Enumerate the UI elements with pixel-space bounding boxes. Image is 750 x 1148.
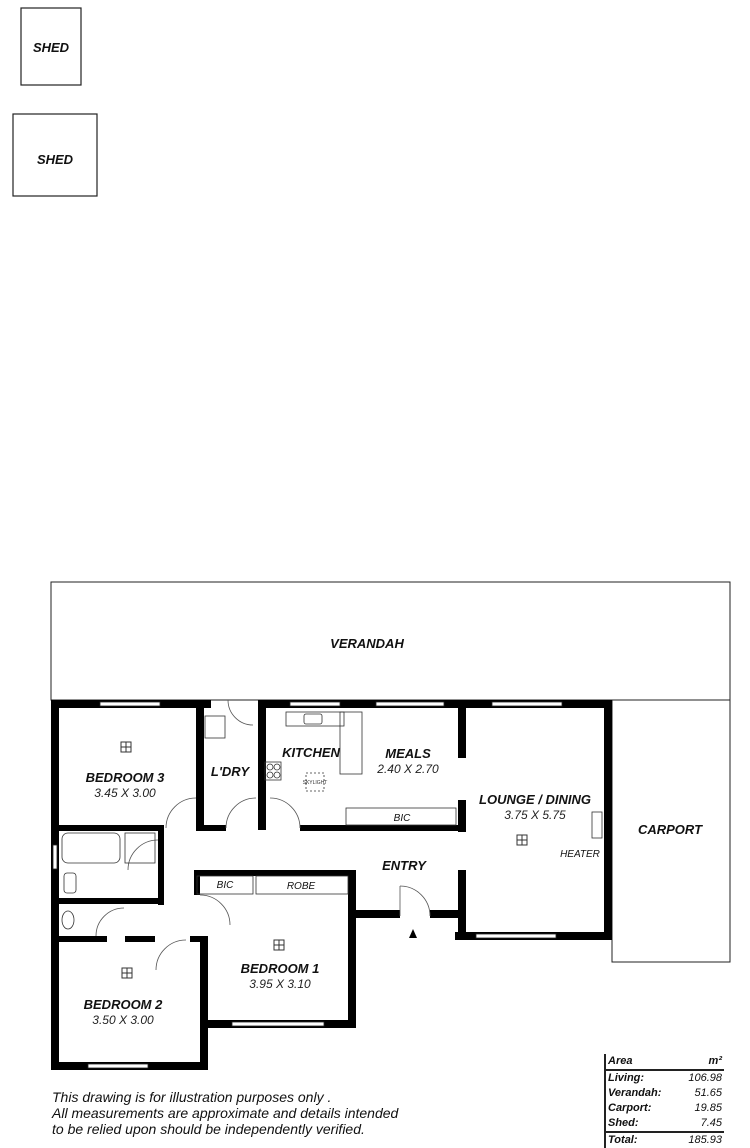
bedroom1-label: BEDROOM 1 <box>241 961 320 976</box>
bedroom3-label: BEDROOM 3 <box>86 770 166 785</box>
shed-2-outline <box>12 113 98 197</box>
shed-1-label: SHED <box>33 40 70 55</box>
carport-label: CARPORT <box>638 822 703 837</box>
area-row-value: 106.98 <box>688 1072 722 1084</box>
heater-label: HEATER <box>560 849 600 860</box>
meals-dims: 2.40 X 2.70 <box>376 762 439 776</box>
bedroom2-label: BEDROOM 2 <box>84 997 164 1012</box>
area-row-label: Shed: <box>608 1117 639 1129</box>
area-header-unit: m² <box>708 1055 722 1067</box>
shed-1-outline <box>20 7 82 86</box>
area-row-label: Carport: <box>608 1102 652 1114</box>
laundry-label: L'DRY <box>211 764 251 779</box>
area-total-label: Total: <box>608 1134 638 1146</box>
shed-2-label: SHED <box>37 152 74 167</box>
bic-hall-label: BIC <box>217 880 234 891</box>
area-table: Area m² Living: 106.98 Verandah: 51.65 Car… <box>604 1054 724 1148</box>
area-row-value: 7.45 <box>700 1117 722 1129</box>
area-row: Carport: 19.85 <box>606 1101 724 1116</box>
robe-label: ROBE <box>287 881 316 892</box>
disclaimer-line: This drawing is for illustration purpose… <box>52 1089 332 1105</box>
disclaimer-line: All measurements are approximate and det… <box>52 1105 399 1121</box>
verandah-label: VERANDAH <box>330 636 404 651</box>
meals-label: MEALS <box>385 746 431 761</box>
bic-meals-label: BIC <box>394 813 411 824</box>
bedroom2-dims: 3.50 X 3.00 <box>92 1013 154 1027</box>
area-row: Shed: 7.45 <box>606 1116 724 1131</box>
area-table-header: Area m² <box>606 1054 724 1071</box>
area-total-row: Total: 185.93 <box>606 1131 724 1148</box>
bedroom1-dims: 3.95 X 3.10 <box>249 977 311 991</box>
disclaimer: This drawing is for illustration purpose… <box>52 1089 398 1137</box>
bedroom3-dims: 3.45 X 3.00 <box>94 786 156 800</box>
area-row: Verandah: 51.65 <box>606 1086 724 1101</box>
area-row-label: Verandah: <box>608 1087 662 1099</box>
door-swings <box>95 699 431 971</box>
area-total-value: 185.93 <box>688 1134 722 1146</box>
lounge-dims: 3.75 X 5.75 <box>504 808 566 822</box>
area-row-label: Living: <box>608 1072 645 1084</box>
skylight-label: SKYLIGHT <box>303 780 328 786</box>
disclaimer-line: to be relied upon should be independentl… <box>52 1121 365 1137</box>
area-row-value: 51.65 <box>694 1087 722 1099</box>
entry-label: ENTRY <box>382 858 427 873</box>
windows <box>52 701 563 1069</box>
kitchen-label: KITCHEN <box>282 745 340 760</box>
ceiling-light-icons <box>120 741 528 979</box>
lounge-label: LOUNGE / DINING <box>479 792 591 807</box>
area-row-value: 19.85 <box>694 1102 722 1114</box>
entry-arrow-icon <box>409 929 417 938</box>
fixtures <box>61 711 603 930</box>
area-header-label: Area <box>608 1055 633 1067</box>
area-row: Living: 106.98 <box>606 1071 724 1086</box>
